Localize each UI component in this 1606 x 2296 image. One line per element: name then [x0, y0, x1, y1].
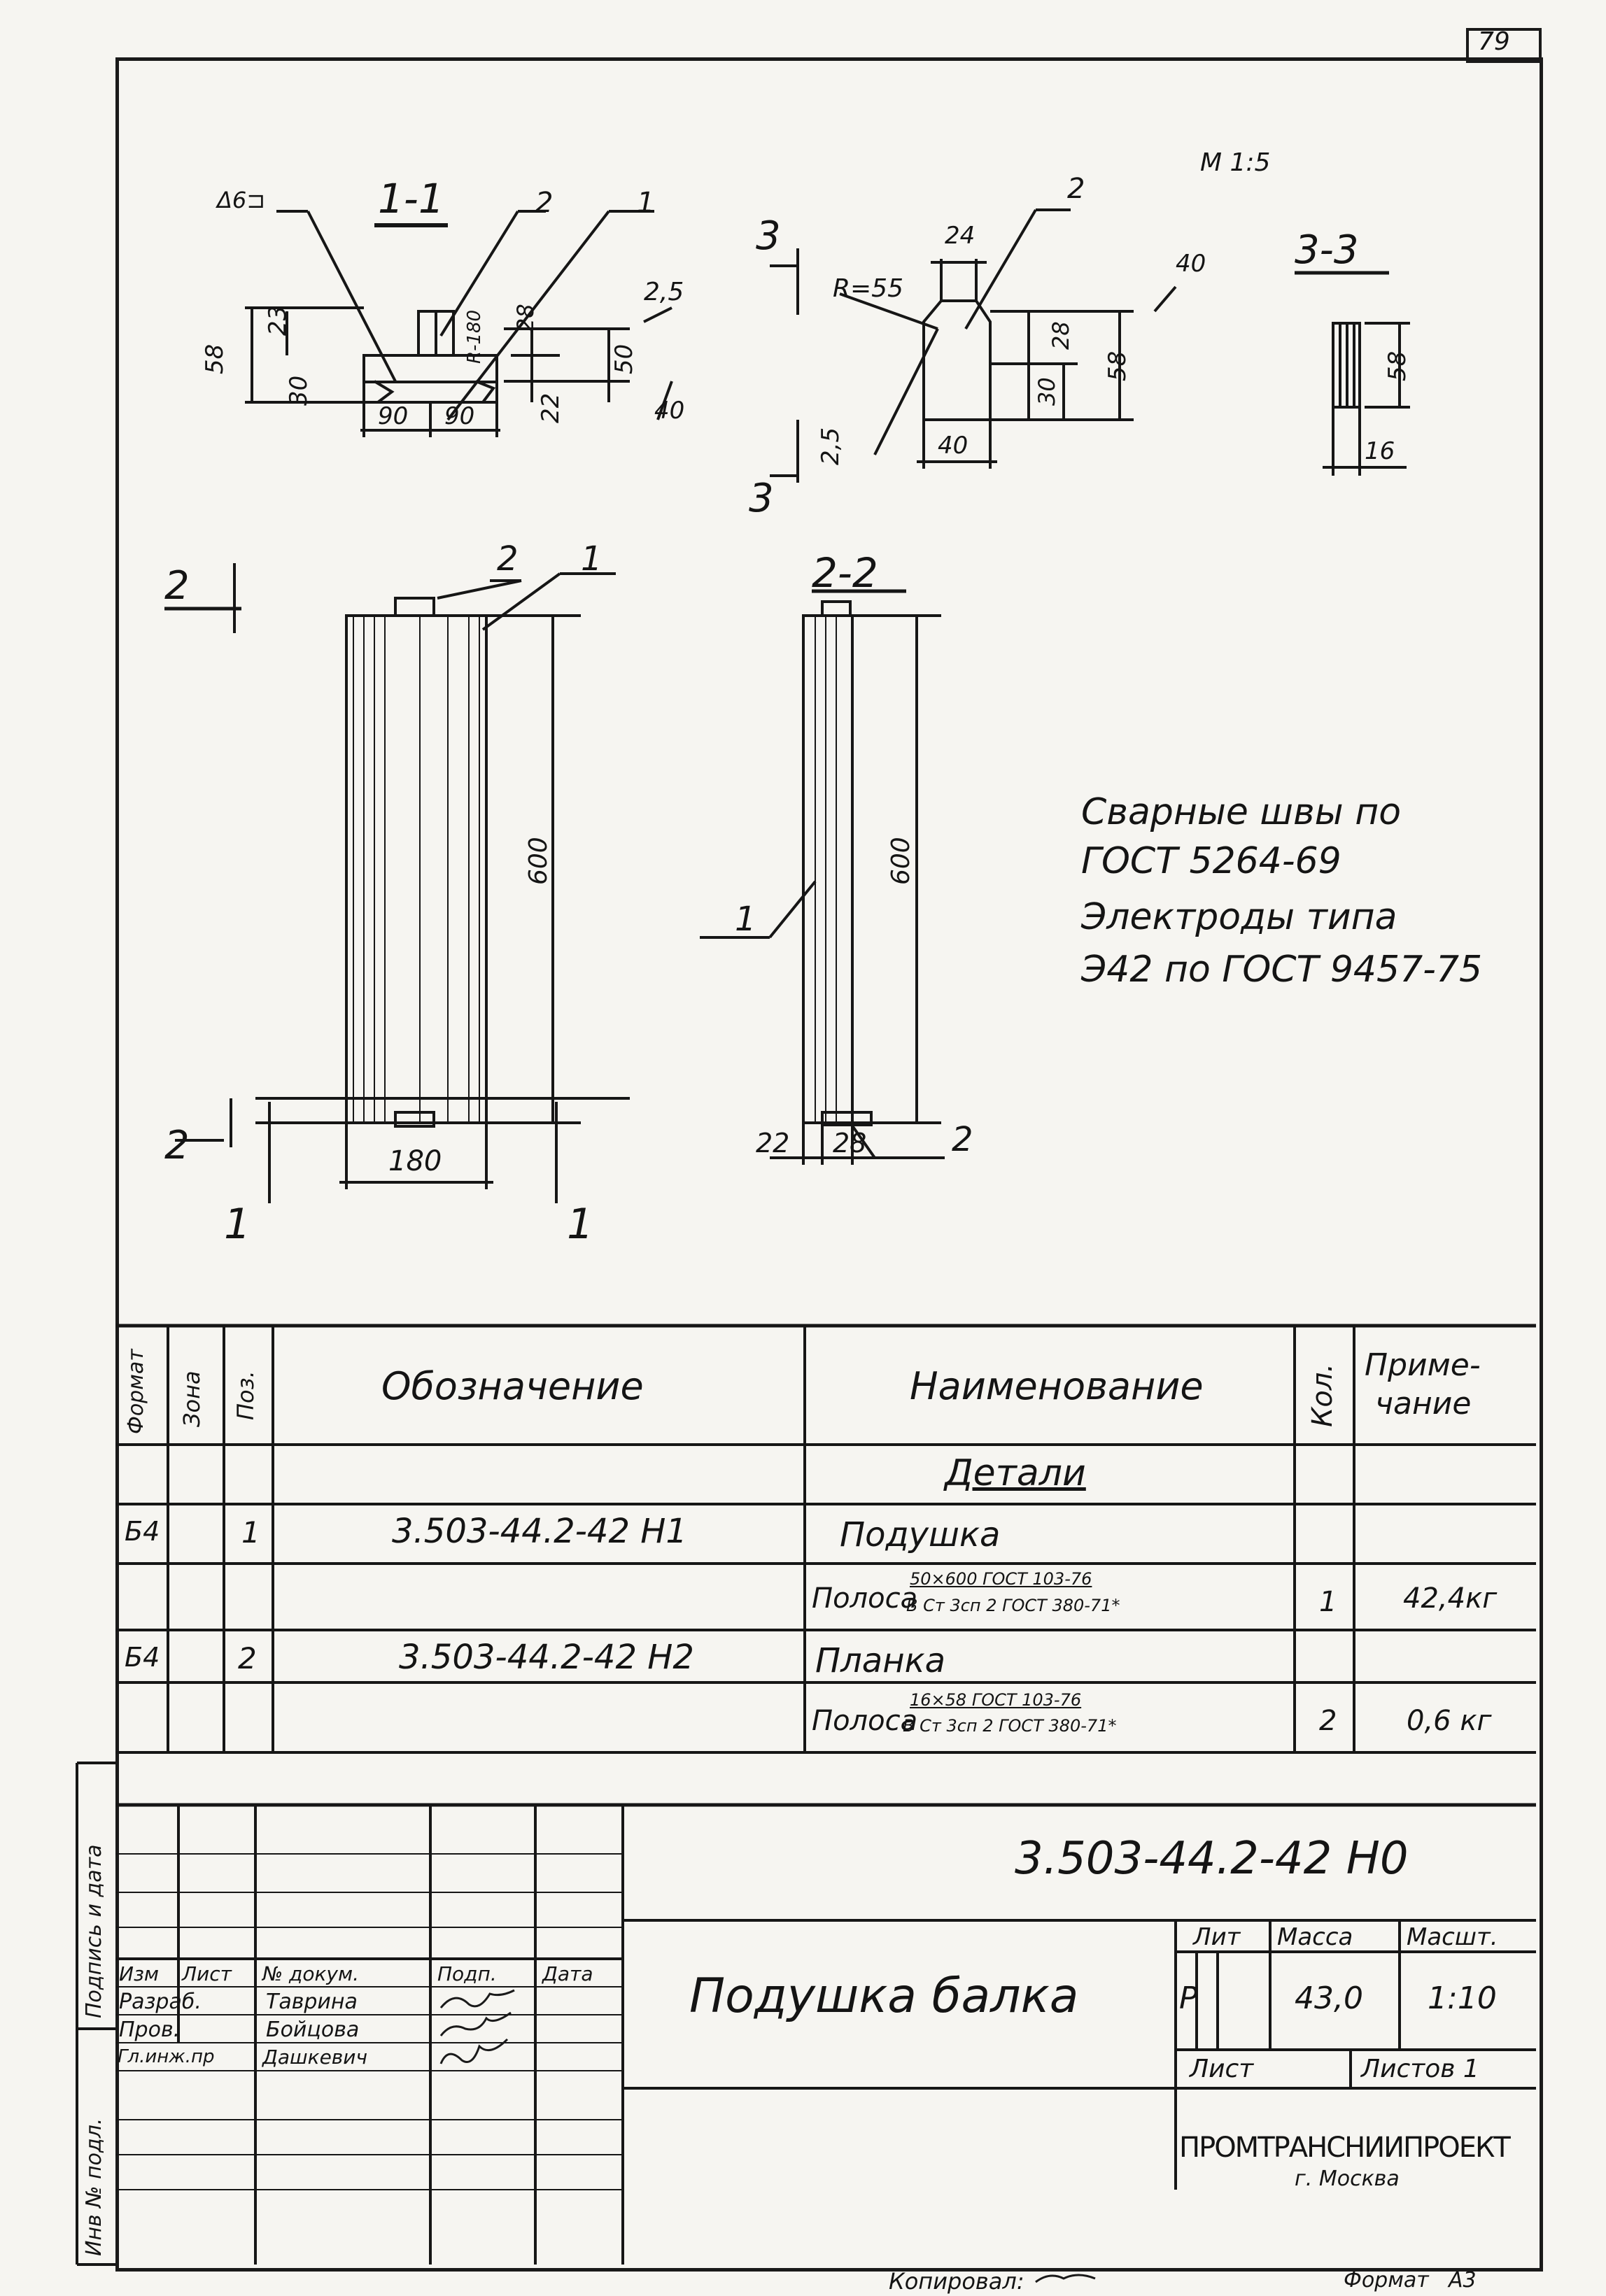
page-number: 79 [1478, 27, 1510, 56]
leader-pos1-front: 1 [581, 539, 603, 579]
spec-row-designation: 3.503-44.2-42 Н1 [392, 1512, 687, 1551]
spec-row-frac-bottom: В Ст 3сп 2 ГОСТ 380-71* [903, 1716, 1117, 1736]
spec-header-note-1: Приме- [1365, 1347, 1481, 1383]
page-number-box [1466, 28, 1542, 63]
dim-r55: R=55 [833, 274, 903, 303]
spec-row-format: Б4 [125, 1642, 160, 1673]
title-sheets-label: Листов 1 [1361, 2055, 1479, 2083]
leader-pos1-s22: 1 [735, 900, 756, 939]
note-line-1: Сварные швы по [1081, 791, 1402, 833]
col-list: Лист [182, 1962, 232, 1985]
title-org: ПРОМТРАНСНИИПРОЕКТ [1179, 2132, 1511, 2164]
dim-24: 24 [945, 222, 975, 250]
spec-row-pos: 2 [238, 1641, 257, 1675]
title-scale-label: Масшт. [1407, 1923, 1498, 1951]
section-1-1-title: 1-1 [378, 175, 444, 222]
note-line-3: Электроды типа [1081, 896, 1397, 938]
role-developer: Разраб. [119, 1990, 202, 2014]
spec-header-designation: Обозначение [381, 1364, 644, 1408]
section-2-2-title: 2-2 [812, 549, 878, 597]
title-sheet-label: Лист [1190, 2055, 1254, 2083]
note-line-4: Э42 по ГОСТ 9457-75 [1081, 949, 1483, 991]
title-city: г. Москва [1295, 2167, 1400, 2191]
spec-row-name: Полоса [812, 1705, 918, 1737]
dim-22-s22: 22 [756, 1128, 790, 1158]
leader-pos2-s22: 2 [952, 1120, 973, 1159]
spec-section-details: Детали [945, 1452, 1086, 1494]
dim-90-left: 90 [378, 402, 409, 430]
spec-row-frac-bottom: В Ст 3сп 2 ГОСТ 380-71* [906, 1596, 1120, 1615]
role-chief: Гл.инж.пр [118, 2046, 215, 2067]
leader-pos1-s11: 1 [637, 187, 655, 219]
sheet-frame [115, 57, 1543, 2272]
spec-row-designation: 3.503-44.2-42 Н2 [399, 1638, 694, 1677]
copied-label: Копировал: [889, 2268, 1024, 2295]
dim-40-s11: 40 [654, 397, 685, 425]
spec-header-name: Наименование [910, 1364, 1204, 1408]
side-label-sign: Подпись и дата [82, 1844, 106, 2019]
dim-90-right: 90 [444, 402, 475, 430]
format-label: Формат [1344, 2268, 1429, 2293]
spec-row-name: Подушка [840, 1515, 1001, 1554]
leader-pos2-s11: 2 [535, 187, 554, 219]
spec-row-name: Планка [815, 1641, 945, 1680]
title-mass-label: Масса [1277, 1923, 1353, 1951]
scale-label: М 1:5 [1200, 148, 1271, 177]
section-mark-1-left: 1 [224, 1200, 251, 1249]
dim-16: 16 [1365, 437, 1395, 465]
spec-header-note-2: чание [1375, 1386, 1472, 1422]
spec-row-note: 42,4кг [1403, 1582, 1498, 1615]
spec-row-pos: 1 [241, 1515, 260, 1550]
col-doc: № докум. [262, 1962, 360, 1985]
leader-pos2-s3: 2 [1067, 173, 1085, 205]
leader-pos2-front: 2 [497, 539, 519, 579]
spec-row-qty: 1 [1319, 1586, 1337, 1618]
dim-40-s3: 40 [938, 432, 968, 460]
dim-180: 180 [388, 1145, 442, 1177]
title-lit-label: Лит [1193, 1923, 1241, 1951]
section-mark-3-bottom: 3 [749, 476, 774, 521]
title-doc-number: 3.503-44.2-42 Н0 [1015, 1833, 1409, 1885]
dim-40-top: 40 [1176, 250, 1206, 278]
role-checker: Пров. [119, 2018, 181, 2042]
spec-row-note: 0,6 кг [1407, 1705, 1492, 1737]
title-mass-value: 43,0 [1295, 1980, 1363, 2016]
spec-row-format: Б4 [125, 1516, 160, 1547]
format-value: А3 [1449, 2268, 1477, 2293]
name-chief: Дашкевич [262, 2046, 368, 2069]
spec-row-frac-top: 16×58 ГОСТ 103-76 [910, 1690, 1082, 1710]
section-mark-2-bottom: 2 [164, 1123, 190, 1168]
name-checker: Бойцова [266, 2018, 360, 2042]
section-mark-3-top: 3 [756, 213, 781, 259]
section-3-3-title: 3-3 [1295, 227, 1359, 273]
spec-row-name: Полоса [812, 1582, 918, 1615]
weld-symbol: Δ6⊐ [217, 187, 266, 213]
spec-row-frac-top: 50×600 ГОСТ 103-76 [910, 1569, 1092, 1589]
col-date: Дата [542, 1962, 593, 1985]
dim-2-5-s11: 2,5 [644, 278, 684, 306]
section-mark-2-top: 2 [164, 563, 190, 609]
section-mark-1-right: 1 [567, 1200, 594, 1249]
dim-28-s22: 28 [833, 1128, 867, 1158]
title-part-name: Подушка балка [689, 1969, 1079, 2024]
side-label-inv: Инв № подл. [82, 2118, 106, 2256]
title-lit-value: Р [1179, 1980, 1198, 2016]
spec-row-qty: 2 [1319, 1705, 1337, 1737]
title-scale-value: 1:10 [1428, 1980, 1497, 2016]
name-developer: Таврина [266, 1990, 358, 2014]
col-sign: Подп. [437, 1962, 497, 1985]
note-line-2: ГОСТ 5264-69 [1081, 840, 1341, 882]
col-izm: Изм [119, 1962, 159, 1985]
